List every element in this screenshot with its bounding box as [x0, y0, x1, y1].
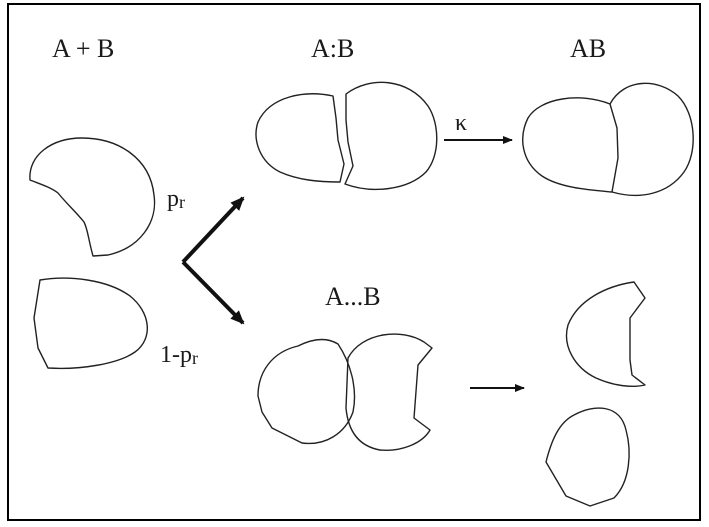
label-product: AB	[570, 34, 606, 63]
molecule-a-dissociated	[565, 281, 646, 387]
prob-unbind-main: 1-p	[160, 342, 192, 368]
label-bound-complex: A:B	[311, 34, 354, 63]
figure-frame	[7, 3, 701, 521]
label-encounter-complex: A...B	[325, 282, 381, 311]
prob-bind-sub: r	[179, 192, 185, 212]
label-prob-unbind: 1-pr	[160, 342, 198, 368]
label-prob-bind: pr	[167, 186, 185, 212]
molecule-b-dissociated	[545, 407, 630, 507]
encounter-complex-b	[345, 333, 433, 451]
label-rate-constant: κ	[455, 110, 467, 136]
encounter-complex-a	[257, 338, 356, 445]
product-ab-interface	[609, 103, 619, 193]
prob-unbind-sub: r	[192, 348, 198, 368]
arrow-to-bound	[181, 196, 245, 264]
bound-complex-b	[344, 81, 438, 190]
label-reactants: A + B	[52, 34, 114, 63]
molecule-a-free	[29, 137, 156, 257]
bound-complex-a	[255, 93, 345, 183]
molecule-b-free	[33, 277, 149, 370]
product-ab	[522, 82, 694, 197]
arrow-to-encounter	[181, 260, 245, 325]
prob-bind-main: p	[167, 186, 179, 212]
